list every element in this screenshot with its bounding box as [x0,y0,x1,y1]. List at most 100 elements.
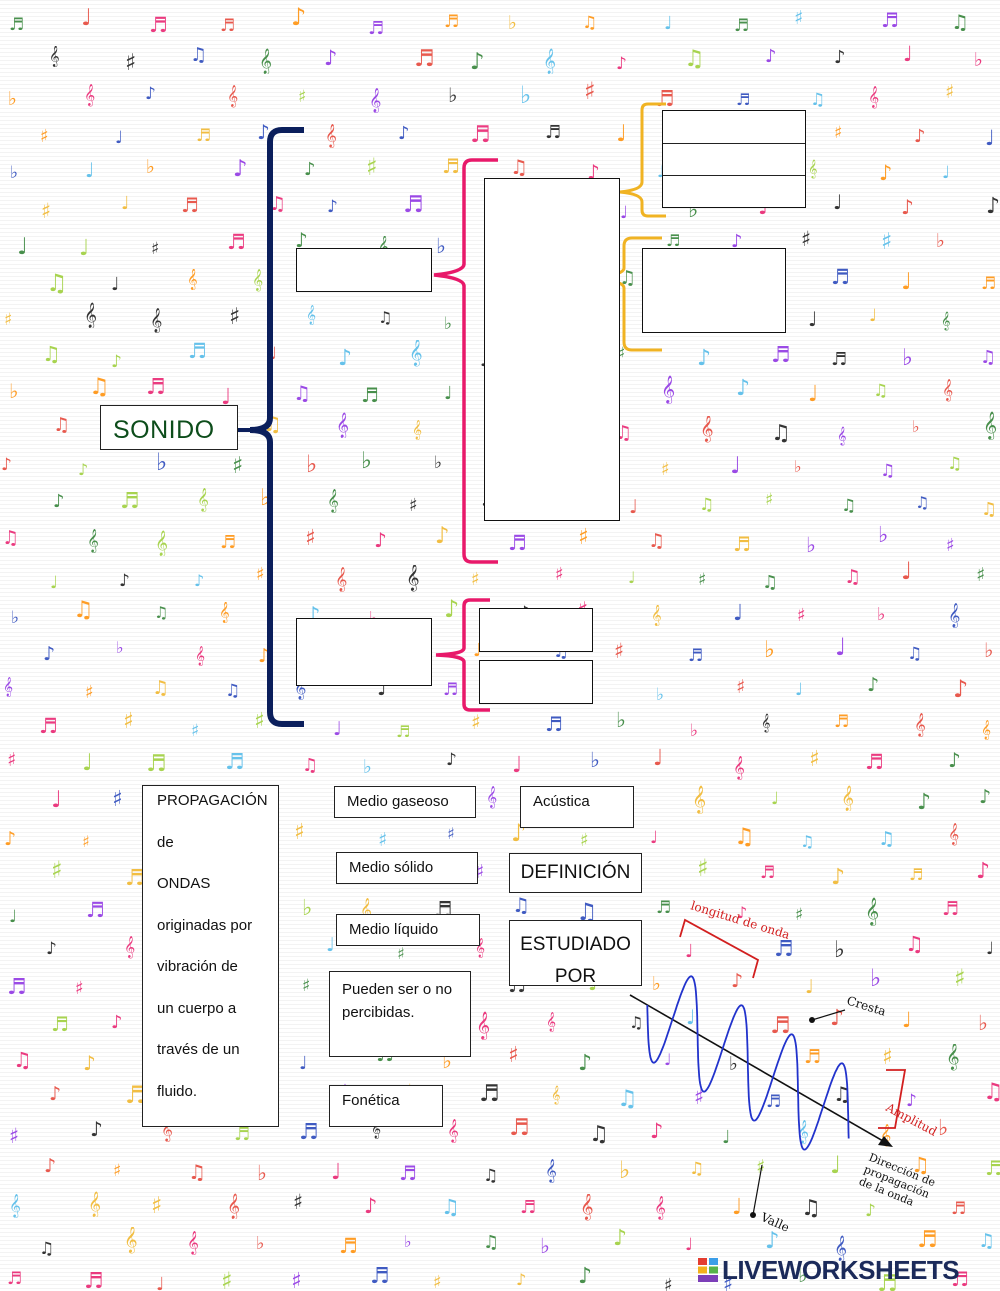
music-note-icon: 𝄞 [808,159,817,179]
music-note-icon: ♯ [75,978,84,999]
music-note-icon: 𝄞 [733,755,745,780]
music-note-icon: ♩ [722,1127,731,1148]
music-note-icon: ♪ [516,1270,526,1289]
music-note-icon: ♯ [809,747,820,772]
option-definicion[interactable]: DEFINICIÓN [509,853,642,893]
music-note-icon: ♫ [907,644,922,664]
definition-text-box[interactable]: PROPAGACIÓN de ONDAS originadas por vibr… [142,785,279,1127]
music-note-icon: 𝄞 [880,1124,891,1147]
music-note-icon: ♯ [447,824,455,843]
music-note-icon: ♩ [732,1195,742,1220]
music-note-icon: ♭ [508,12,517,34]
wave-image-panel [629,918,907,1218]
drop-box-ciencia-2[interactable] [479,660,593,704]
music-note-icon: ♯ [112,787,123,812]
music-note-icon: ♬ [444,12,459,32]
music-note-icon: 𝄞 [124,936,135,959]
option-acustica[interactable]: Acústica [520,786,634,828]
music-note-icon: ♩ [685,1235,693,1255]
music-note-icon: ♬ [951,1267,969,1291]
drop-box-definition-content[interactable] [484,178,620,521]
music-note-icon: ♪ [731,231,743,252]
music-note-icon: ♬ [442,154,460,178]
music-note-icon: ♭ [11,608,19,628]
pink-brace-lower [435,598,490,712]
music-note-icon: ♫ [980,347,996,368]
music-note-icon: ♪ [364,1194,377,1218]
option-fonetica[interactable]: Fonética [329,1085,443,1127]
music-note-icon: ♬ [734,16,749,36]
wave-curve [646,975,850,1151]
music-note-icon: ♫ [617,1086,638,1112]
music-note-icon: ♫ [810,90,825,110]
music-note-icon: ♫ [619,267,636,289]
music-note-icon: ♬ [508,531,527,555]
music-note-icon: ♭ [834,937,845,963]
music-note-icon: ♫ [684,46,705,72]
music-note-icon: ♪ [291,3,306,31]
music-note-icon: ♩ [111,274,120,295]
music-note-icon: ♩ [903,42,913,66]
music-note-icon: ♬ [909,865,923,884]
drop-box-estudiado-por[interactable] [296,618,432,686]
option-medio-gaseoso[interactable]: Medio gaseoso [334,786,476,818]
music-note-icon: ♫ [648,530,665,552]
music-note-icon: 𝄞 [580,1194,594,1221]
music-note-icon: ♫ [441,1195,460,1219]
music-note-icon: ♬ [225,750,245,775]
music-note-icon: ♩ [835,633,846,661]
music-note-icon: ♪ [233,156,248,182]
pink-brace-upper [433,158,498,564]
music-note-icon: ♯ [305,526,316,551]
music-note-icon: ♪ [194,571,204,590]
music-note-icon: ♪ [435,523,450,549]
music-note-icon: ♭ [306,450,317,478]
music-note-icon: 𝄞 [841,785,854,811]
music-note-icon: ♬ [865,750,884,774]
music-note-icon: ♫ [915,493,929,512]
music-note-icon: ♪ [374,528,387,552]
option-estudiado-por[interactable]: ESTUDIADO POR [509,920,642,987]
music-note-icon: ♪ [906,1091,917,1111]
music-note-icon: ♭ [764,637,775,663]
music-note-icon: ♭ [656,685,664,705]
music-note-icon: ♩ [82,750,93,776]
music-note-icon: ♪ [979,786,991,808]
music-note-icon: ♪ [1,455,12,475]
music-note-icon: ♯ [298,87,306,107]
option-percibidas[interactable]: Pueden ser o no percibidas. [329,971,471,1057]
music-note-icon: ♯ [617,344,625,364]
music-note-icon: ♬ [220,16,235,36]
music-note-icon: ♫ [629,1013,643,1032]
music-note-icon: ♭ [870,964,881,992]
music-note-icon: ♩ [299,1053,308,1074]
music-note-icon: ♪ [327,197,338,217]
music-note-icon: ♬ [666,231,680,250]
option-medio-solido[interactable]: Medio sólido [336,852,478,884]
music-note-icon: ♭ [156,448,167,476]
music-note-icon: ♩ [795,680,803,700]
music-note-icon: 𝄞 [252,269,263,292]
music-note-icon: ♪ [470,49,485,75]
music-note-icon: ♪ [78,460,88,479]
music-note-icon: ♩ [664,13,673,34]
music-note-icon: ♬ [520,1197,536,1218]
music-note-icon: 𝄞 [87,528,99,553]
brand-name: LIVEWORKSHEETS [722,1255,960,1285]
drop-box-ciencia-1[interactable] [479,608,593,652]
music-note-icon: ♫ [302,755,318,776]
option-medio-liquido[interactable]: Medio líquido [336,914,480,946]
music-note-icon: ♩ [986,939,994,959]
music-note-icon: ♫ [880,461,895,481]
liveworksheets-logo[interactable]: LIVEWORKSHEETS [698,1255,960,1286]
music-note-icon: 𝄞 [9,1193,21,1218]
drop-box-percepcion[interactable] [642,248,786,333]
music-note-icon: 𝄞 [409,340,423,367]
drop-box-definicion[interactable] [296,248,432,292]
music-note-icon: ♫ [2,527,19,549]
music-note-icon: 𝄞 [651,605,662,626]
music-note-icon: 𝄞 [197,487,209,512]
music-note-icon: ♪ [831,865,845,890]
